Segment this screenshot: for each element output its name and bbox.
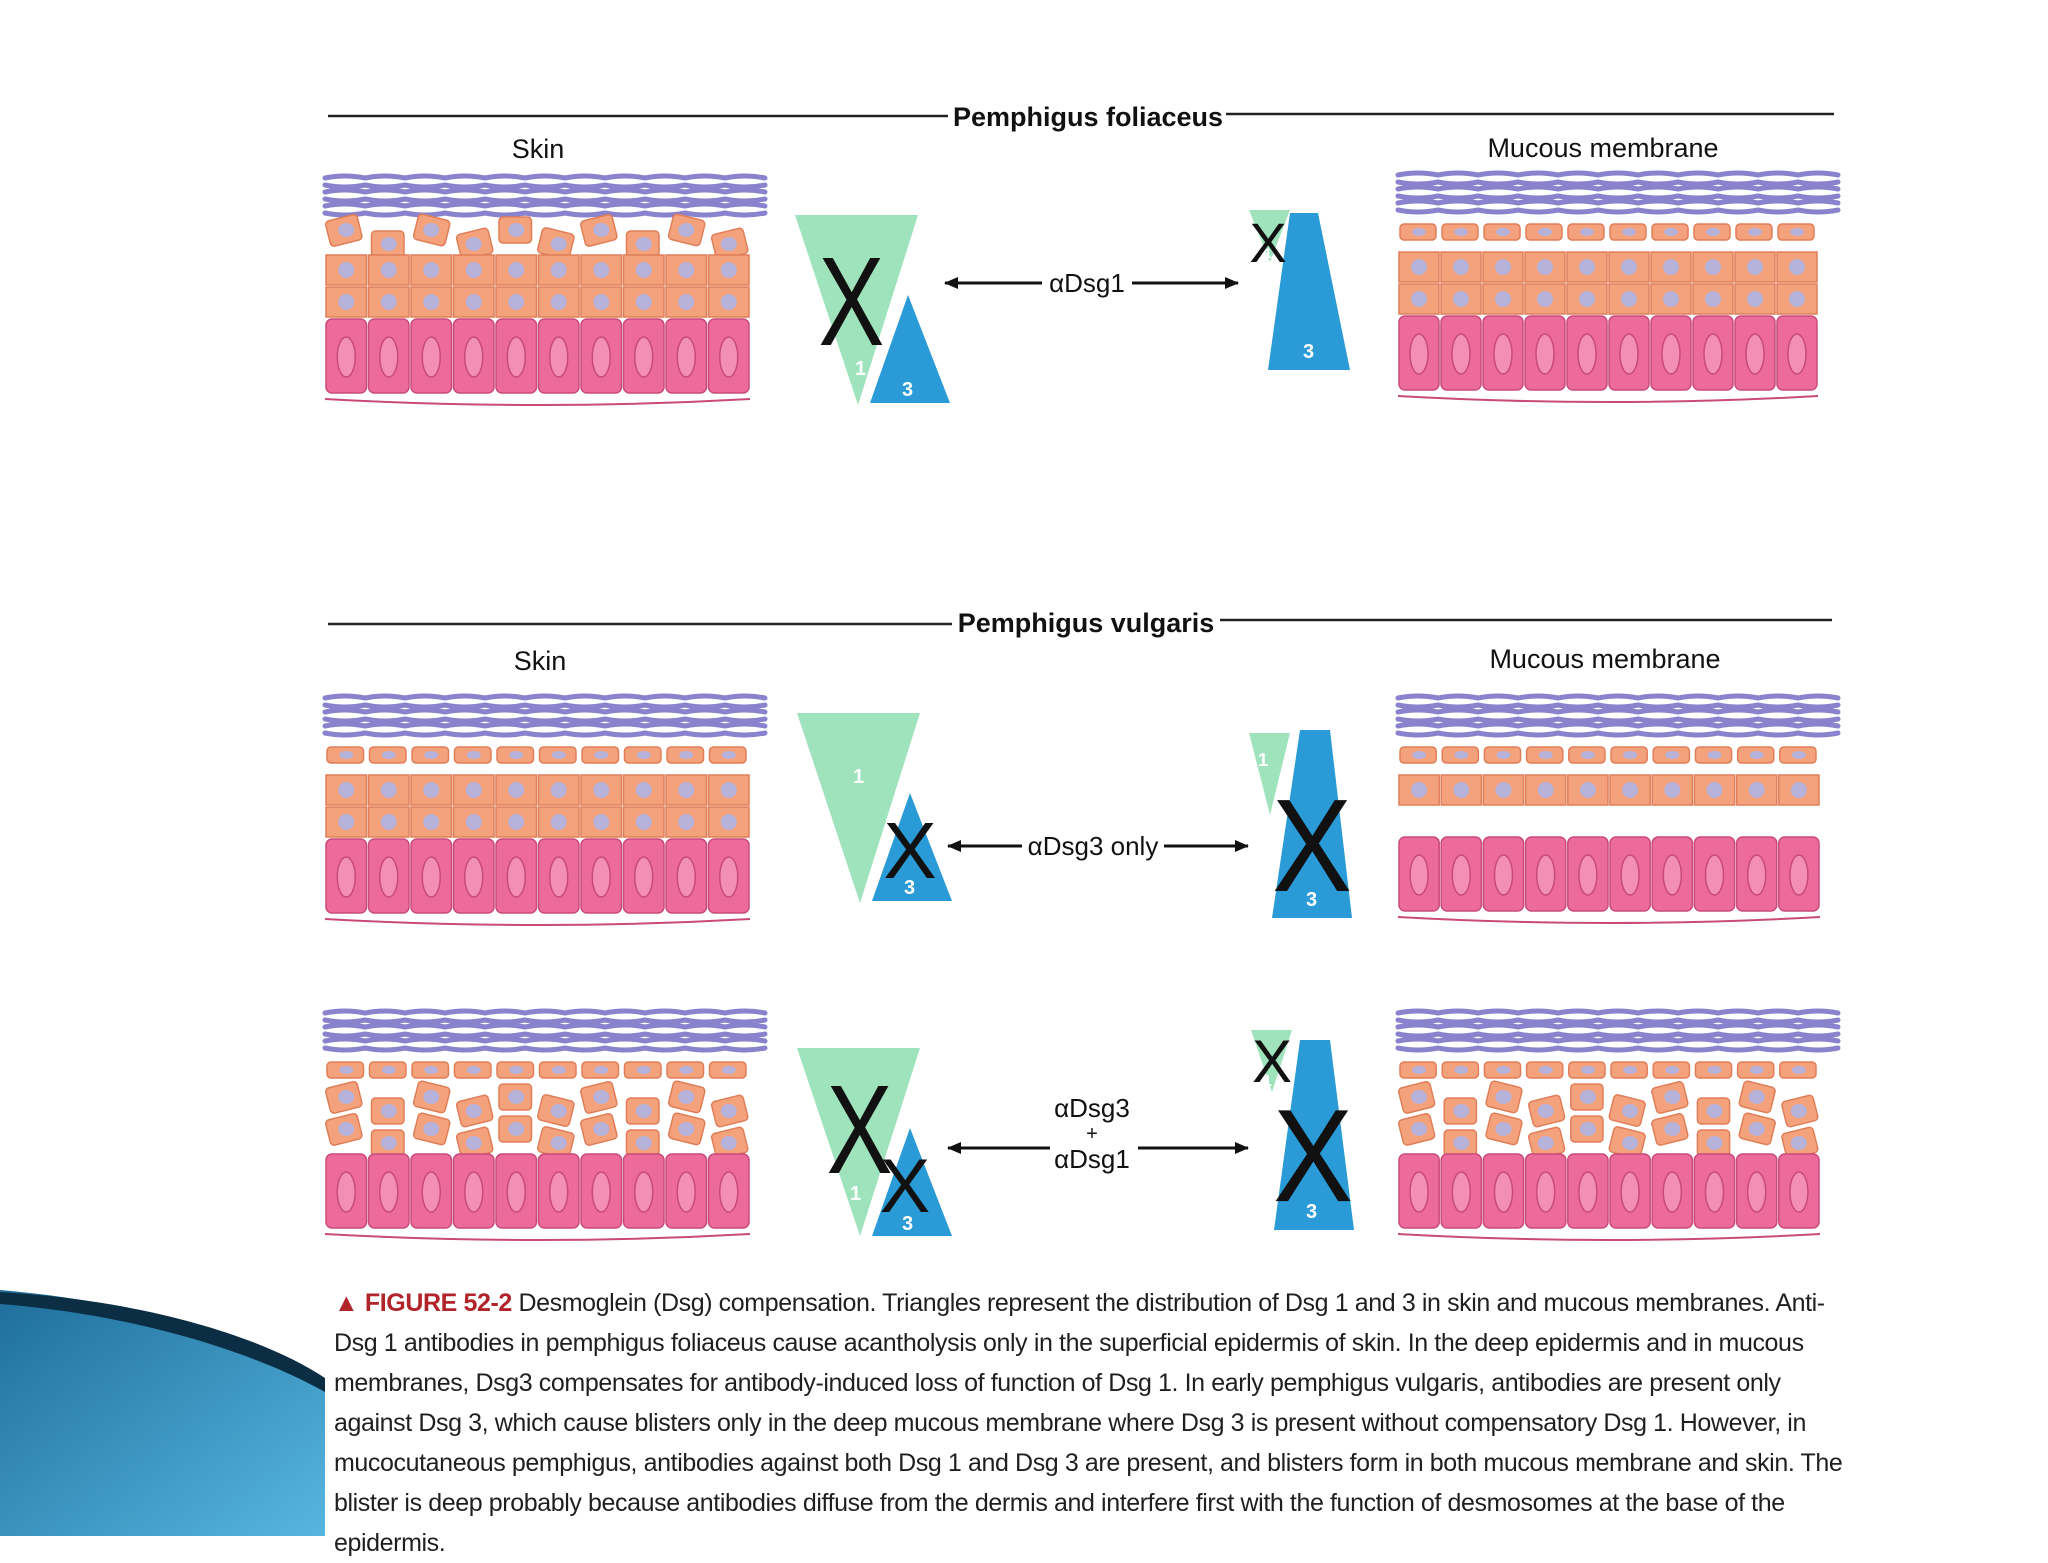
vulgaris-late-mucous-tissue: [1395, 1008, 1841, 1241]
foliaceus-skin-triangles: 1 3 X: [795, 215, 950, 405]
vulgaris-late-skin-triangles: 1 3 X X: [797, 1048, 952, 1236]
vulgaris-header: Pemphigus vulgaris Skin Mucous membrane: [328, 608, 1832, 676]
x-mark: X: [1249, 211, 1286, 274]
caption-label: FIGURE 52-2: [364, 1289, 512, 1317]
dsg1-number: 1: [855, 358, 866, 380]
vulgaris-skin-tissue: [322, 693, 768, 926]
dsg1-triangle: [797, 713, 920, 903]
vulgaris-skin-triangles: 1 3 X: [797, 713, 952, 903]
foliaceus-mucous-label: Mucous membrane: [1487, 133, 1718, 163]
foliaceus-mucous-tissue: [1395, 170, 1841, 403]
dsg1-number: 1: [1263, 1073, 1272, 1090]
dsg1-triangle: [1249, 210, 1290, 262]
foliaceus-header: Pemphigus foliaceus Skin Mucous membrane: [328, 102, 1834, 164]
dsg3-number: 3: [1306, 1201, 1317, 1223]
arrow-label-adsg3: αDsg3: [1054, 1093, 1130, 1123]
arrow-label-adsg1: αDsg1: [1049, 268, 1125, 298]
dsg3-number: 3: [902, 379, 913, 401]
vulgaris-mucous-tissue: [1395, 693, 1841, 924]
dsg1-triangle: [795, 215, 918, 405]
caption-triangle-icon: ▲: [334, 1289, 359, 1317]
arrow-label-adsg1: αDsg1: [1054, 1144, 1130, 1174]
foliaceus-mucous-triangles: 1 3 X: [1249, 210, 1350, 370]
foliaceus-skin-tissue: [322, 173, 768, 406]
dsg3-triangle: [1268, 213, 1350, 370]
dsg1-number: 1: [1264, 245, 1272, 261]
caption-text: Desmoglein (Dsg) compensation. Triangles…: [334, 1289, 1843, 1557]
tissue-illustrations: [322, 170, 1841, 1241]
dsg1-triangle: [1251, 1030, 1292, 1092]
dsg3-triangle: [872, 793, 952, 901]
vulgaris-late-arrow: αDsg3 + αDsg1: [947, 1093, 1249, 1174]
vulgaris-late-skin-tissue: [322, 1008, 768, 1241]
x-mark: X: [1272, 772, 1352, 920]
dsg3-triangle: [870, 295, 950, 403]
dsg1-number: 1: [850, 1183, 861, 1205]
vulgaris-late-mucous-triangles: 1 3 X X: [1251, 1028, 1354, 1230]
x-mark: X: [818, 231, 884, 372]
vulgaris-title: Pemphigus vulgaris: [958, 608, 1215, 638]
dsg3-triangle: [1274, 1040, 1354, 1230]
dsg3-number: 3: [902, 1213, 913, 1235]
dsg3-number: 3: [1303, 341, 1314, 363]
dsg1-number: 1: [1258, 750, 1268, 770]
dsg1-number: 1: [853, 766, 864, 788]
x-mark: X: [880, 1144, 931, 1229]
dsg3-triangle: [1272, 730, 1352, 918]
dsg3-number: 3: [1306, 889, 1317, 911]
x-mark: X: [1252, 1028, 1292, 1095]
dsg3-triangle: [872, 1128, 952, 1236]
figure-caption: ▲ FIGURE 52-2 Desmoglein (Dsg) compensat…: [334, 1283, 1846, 1563]
vulgaris-mucous-triangles: 1 3 X: [1249, 730, 1352, 919]
vulgaris-early-arrow: αDsg3 only: [947, 831, 1249, 861]
slide-decoration: [0, 1290, 325, 1536]
dsg1-triangle: [1249, 733, 1290, 815]
vulgaris-mucous-label: Mucous membrane: [1489, 644, 1720, 674]
foliaceus-arrow: αDsg1: [944, 268, 1239, 298]
dsg1-triangle: [797, 1048, 920, 1236]
dsg3-number: 3: [904, 877, 915, 899]
foliaceus-title: Pemphigus foliaceus: [953, 102, 1223, 132]
x-mark: X: [883, 806, 936, 895]
arrow-label-adsg3-only: αDsg3 only: [1028, 831, 1159, 861]
x-mark: X: [826, 1059, 892, 1200]
arrow-label-plus: +: [1086, 1123, 1098, 1145]
foliaceus-skin-label: Skin: [512, 134, 565, 164]
vulgaris-skin-label: Skin: [514, 646, 567, 676]
x-mark: X: [1273, 1082, 1353, 1230]
